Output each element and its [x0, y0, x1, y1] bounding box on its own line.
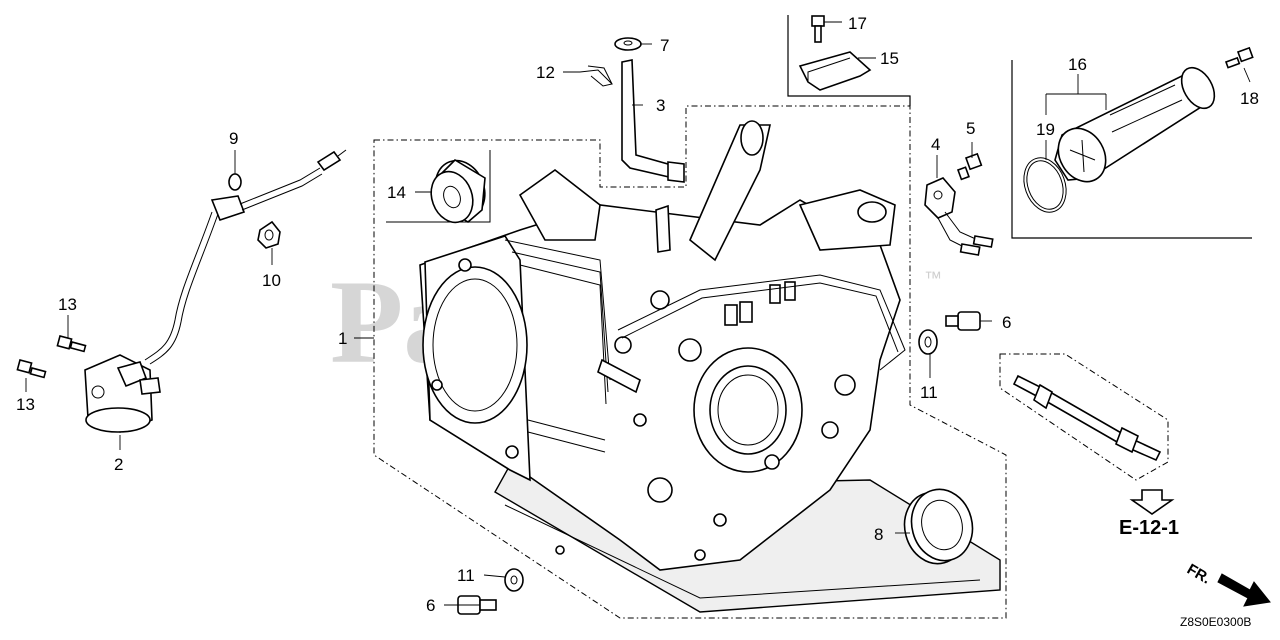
leader-lines [25, 21, 1251, 606]
plate [798, 51, 872, 91]
stud-bolt [1012, 374, 1162, 462]
bolt-5 [956, 152, 983, 181]
callout-6-bottom: 6 [426, 596, 435, 615]
callout-5: 5 [966, 119, 975, 138]
front-indicator: FR. [1184, 561, 1271, 607]
callout-6-right: 6 [1002, 313, 1011, 332]
washer-9 [228, 173, 242, 191]
front-label: FR. [1184, 561, 1213, 588]
callout-4: 4 [931, 135, 940, 154]
governor-arm [621, 59, 685, 183]
callout-18: 18 [1240, 89, 1259, 108]
callout-10: 10 [262, 271, 281, 290]
bolt-17 [811, 15, 825, 43]
callout-16: 16 [1068, 55, 1087, 74]
callout-14: 14 [387, 183, 406, 202]
trademark-symbol: ™ [924, 268, 942, 288]
callout-12: 12 [536, 63, 555, 82]
callout-8: 8 [874, 525, 883, 544]
callout-9: 9 [229, 129, 238, 148]
callout-13-lower: 13 [16, 395, 35, 414]
washer-top [614, 37, 642, 51]
callout-11-bottom: 11 [457, 566, 475, 585]
washer-11-bottom [504, 568, 524, 592]
callout-2: 2 [114, 455, 123, 474]
reference-down-arrow-icon [1129, 489, 1175, 515]
callout-17: 17 [848, 14, 867, 33]
diagram-code: Z8S0E0300B [1180, 615, 1251, 629]
callout-7: 7 [660, 36, 669, 55]
callout-3: 3 [656, 96, 665, 115]
control-cable [144, 149, 347, 365]
reference-label: E-12-1 [1119, 517, 1179, 539]
callout-19: 19 [1036, 120, 1055, 139]
callouts: 1 2 3 4 5 6 6 7 8 9 10 11 11 12 13 13 14… [16, 14, 1259, 615]
bolt-6-right [945, 311, 981, 331]
bolt-13-lower [16, 359, 47, 379]
nut-10 [257, 220, 281, 249]
bolt-18 [1224, 46, 1254, 69]
callout-13-upper: 13 [58, 295, 77, 314]
oil-level-switch [924, 177, 994, 256]
callout-1: 1 [338, 329, 347, 348]
oil-seal [903, 488, 974, 565]
bolt-13-upper [56, 335, 87, 353]
washer-11-right [918, 329, 938, 355]
sensor-unit [84, 354, 161, 433]
o-ring [1023, 157, 1067, 213]
callout-15: 15 [880, 49, 899, 68]
front-direction-arrow-icon [1217, 573, 1271, 607]
bearing [430, 158, 486, 224]
crankcase [419, 120, 1001, 613]
callout-11-right: 11 [920, 383, 938, 402]
clip [579, 65, 613, 87]
oil-filler-cap [1054, 66, 1216, 183]
assembly-outline [373, 15, 1252, 619]
